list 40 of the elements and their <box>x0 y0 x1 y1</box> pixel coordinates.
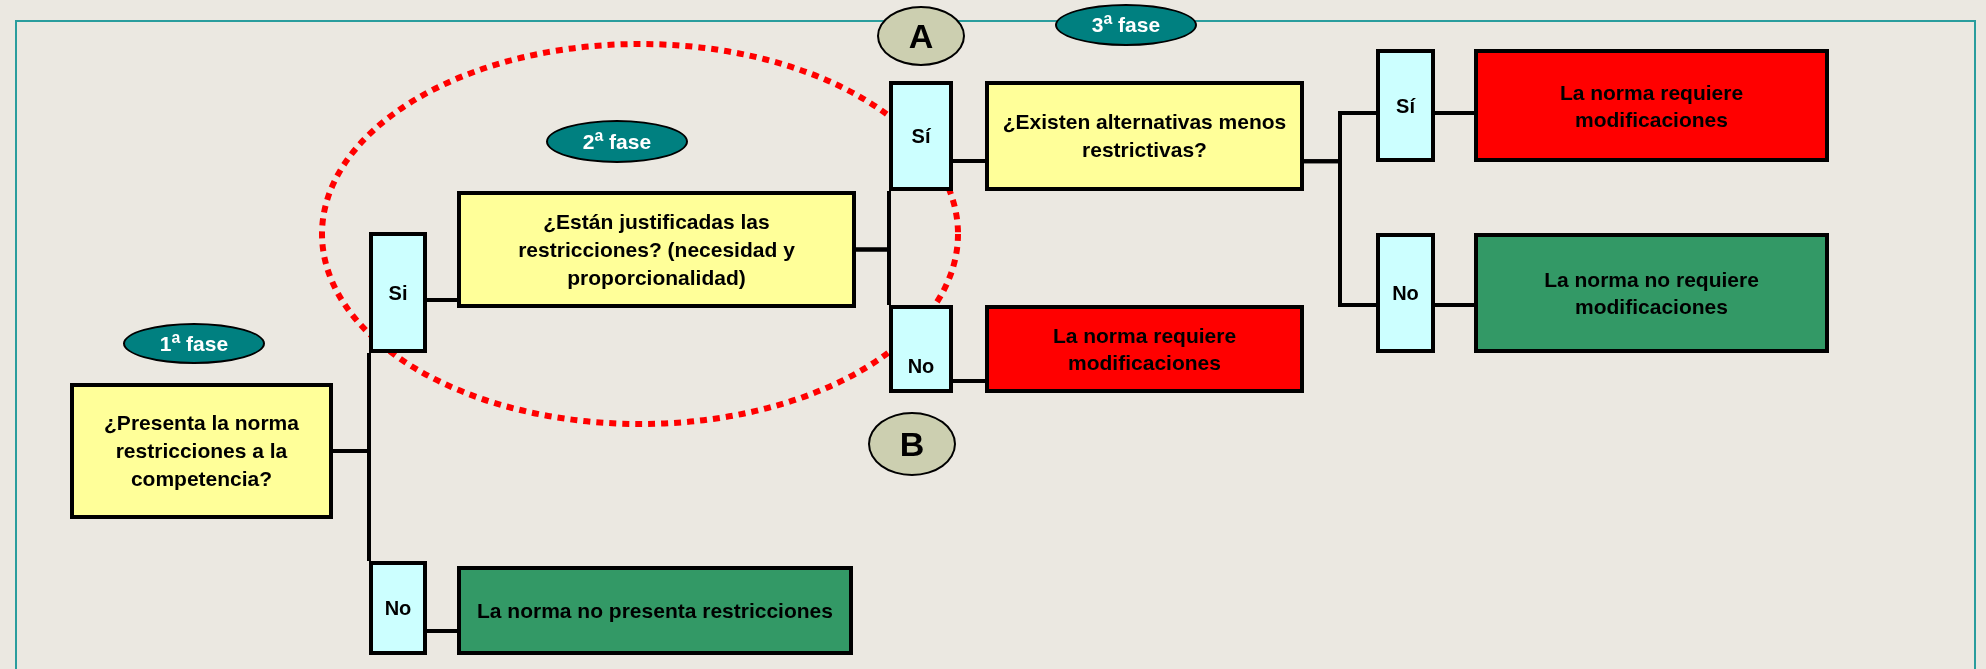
connector-line <box>1304 159 1376 307</box>
node-label: A <box>908 15 934 57</box>
node-label: La norma requiere modificaciones <box>1051 323 1238 376</box>
node-label: No <box>1392 281 1419 306</box>
node-label: ¿Existen alternativas menos restrictivas? <box>1001 109 1288 163</box>
connector-line <box>856 247 891 305</box>
connector-line <box>427 298 457 302</box>
answer-box <box>369 561 427 655</box>
node-label: La norma no requiere modificaciones <box>1543 267 1760 320</box>
connector-line <box>1435 111 1474 115</box>
node-label: La norma no presenta restricciones <box>477 598 833 624</box>
answer-box <box>1376 49 1435 162</box>
connector-line <box>427 629 457 633</box>
connector-line <box>333 449 371 561</box>
question-box <box>457 191 856 308</box>
answer-box <box>889 305 953 393</box>
answer-box <box>889 81 953 191</box>
question-box <box>70 383 333 519</box>
node-label: La norma requiere modificaciones <box>1558 79 1745 133</box>
node-label: 1$^{a}$ fase <box>159 327 229 357</box>
node-label: 2$^{a}$ fase <box>582 125 652 155</box>
answer-box <box>369 232 427 353</box>
connector-line <box>953 159 985 163</box>
result-box <box>1474 49 1829 162</box>
node-label: B <box>899 423 925 465</box>
result-box <box>1474 233 1829 353</box>
connector-line <box>1435 303 1474 307</box>
answer-box <box>1376 233 1435 353</box>
node-label: No <box>907 354 935 379</box>
node-label: ¿Presenta la norma restricciones a la competencia? <box>103 410 300 492</box>
node-label: Sí <box>1396 93 1415 119</box>
result-box <box>457 566 853 655</box>
node-label: Si <box>388 280 408 306</box>
node-label: 3$^{a}$ fase <box>1091 9 1161 39</box>
node-label: Sí <box>911 124 931 149</box>
connector-line <box>953 379 985 383</box>
node-label: ¿Están justificadas las restricciones? (necesidad y proporcionalidad) <box>517 208 796 291</box>
question-box <box>985 81 1304 191</box>
node-label: No <box>384 596 412 621</box>
result-box <box>985 305 1304 393</box>
